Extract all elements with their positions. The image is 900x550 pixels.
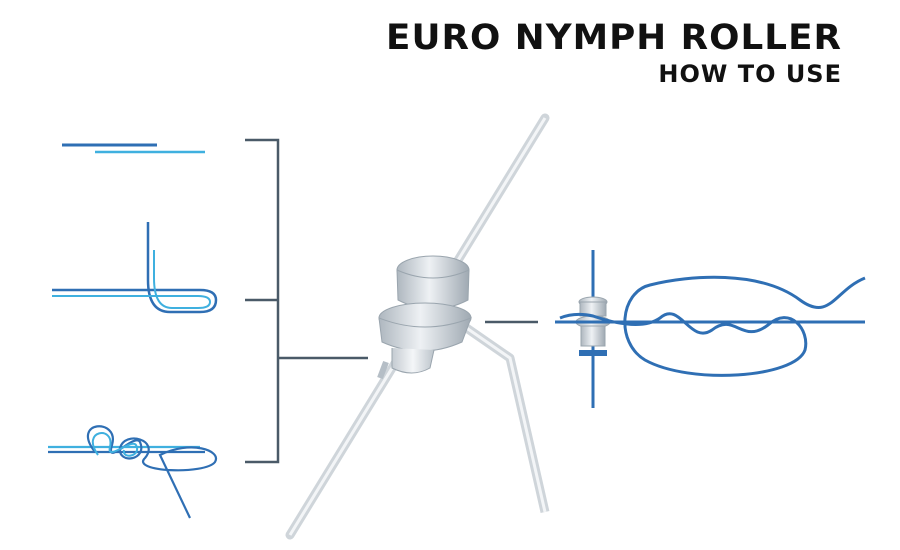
roller-stem bbox=[391, 348, 435, 374]
title-block: EURO NYMPH ROLLER HOW TO USE bbox=[386, 18, 842, 90]
roller-lower-body bbox=[378, 317, 472, 352]
roller-right bbox=[555, 250, 866, 408]
knot-wraps bbox=[86, 425, 218, 519]
tube-bent-highlight bbox=[454, 318, 547, 513]
step-line-fold bbox=[52, 222, 218, 314]
roller-center bbox=[285, 113, 550, 540]
title-sub: HOW TO USE bbox=[658, 60, 842, 88]
step-line-overlap bbox=[62, 143, 205, 154]
knot-wraps-light bbox=[91, 432, 139, 457]
dark-fold-line bbox=[52, 222, 218, 314]
small-roller-band bbox=[579, 350, 607, 356]
bracket bbox=[245, 138, 368, 464]
roller-tip bbox=[377, 360, 389, 380]
loop-wrap bbox=[559, 275, 866, 377]
title-main: EURO NYMPH ROLLER bbox=[386, 18, 842, 58]
small-roller-lower bbox=[580, 325, 606, 347]
tube-bent bbox=[452, 316, 550, 513]
step-knot-loops bbox=[48, 425, 218, 519]
light-fold-line bbox=[52, 250, 212, 309]
